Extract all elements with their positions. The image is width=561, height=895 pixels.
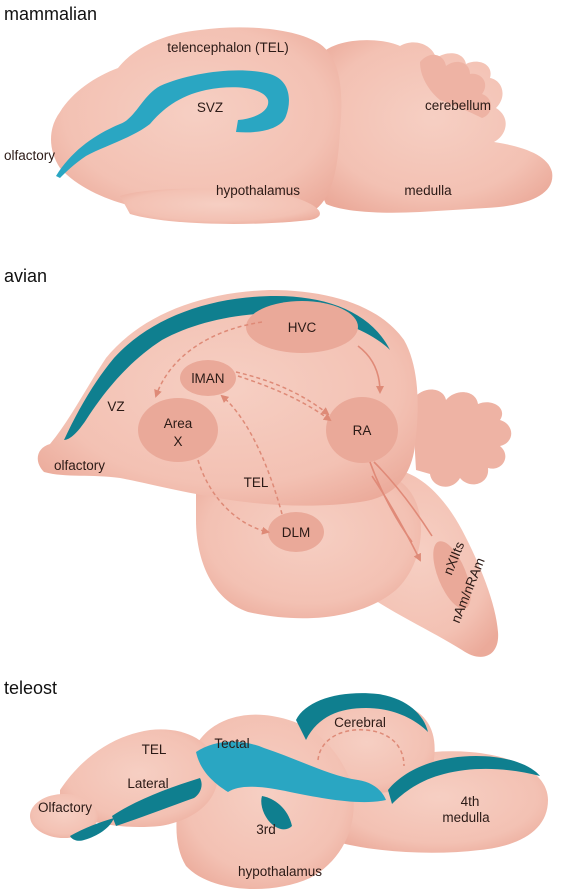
avian-label-area-x-line2: X [173, 434, 182, 449]
avian-connection-lman-to-ra [235, 371, 330, 416]
avian-nucleus-lman [180, 360, 236, 396]
avian-projection-ra-to-nucleus-c [371, 475, 421, 562]
avian-label-dlm: DLM [282, 525, 311, 540]
teleost-label-hypothalamus: hypothalamus [238, 864, 322, 879]
avian-nucleus-dlm [268, 512, 324, 552]
mammalian-hypothalamus-bulge [120, 188, 320, 224]
teleost-label-third: 3rd [256, 822, 276, 837]
avian-panel: avian HVC lMAN VZ Area X RA olfact [4, 266, 512, 657]
mammalian-label-cerebellum: cerebellum [425, 98, 491, 113]
mammalian-label-telencephalon: telencephalon (TEL) [167, 40, 289, 55]
avian-nucleus-nxllts [433, 541, 471, 609]
mammalian-svz [56, 70, 289, 178]
avian-label-lman: lMAN [192, 371, 225, 386]
mammalian-cerebellum-folia [420, 54, 491, 118]
avian-label-ra: RA [353, 423, 372, 438]
avian-vz [64, 296, 390, 440]
mammalian-hindbrain [314, 40, 553, 213]
teleost-label-cerebral: Cerebral [334, 715, 386, 730]
teleost-vz-lateral [112, 778, 202, 826]
avian-label-area-x-line1: Area [164, 416, 193, 431]
avian-projection-hvc-to-ra [357, 345, 384, 394]
teleost-label-tel: TEL [142, 742, 167, 757]
teleost-olfactory-bulb [30, 794, 98, 838]
mammalian-title: mammalian [4, 4, 97, 24]
avian-nucleus-ra [326, 397, 398, 463]
avian-connection-area-x-to-dlm [197, 459, 270, 535]
avian-title: avian [4, 266, 47, 286]
avian-connection-hvc-to-area-x [154, 321, 263, 398]
mammalian-panel: mammalian telencephalon (TEL) SVZ cerebe… [4, 4, 553, 224]
avian-connection-dlm-to-lman [220, 394, 283, 515]
avian-label-vz: VZ [107, 399, 124, 414]
teleost-vz-third [261, 796, 292, 830]
teleost-label-olfactory: Olfactory [38, 800, 92, 815]
teleost-label-medulla: medulla [442, 810, 490, 825]
teleost-vz-cerebellar [296, 693, 428, 740]
mammalian-label-olfactory: olfactory [4, 148, 55, 163]
avian-label-tel: TEL [244, 475, 269, 490]
mammalian-label-hypothalamus: hypothalamus [216, 183, 300, 198]
teleost-vz-fourth [388, 756, 540, 804]
avian-label-hvc: HVC [288, 320, 317, 335]
teleost-vz-olfactory [70, 818, 114, 841]
teleost-vz-tectal [196, 741, 386, 803]
teleost-label-tectal: Tectal [214, 736, 249, 751]
teleost-title: teleost [4, 678, 57, 698]
teleost-label-fourth: 4th [461, 794, 480, 809]
avian-label-olfactory: olfactory [54, 458, 105, 473]
mammalian-label-svz: SVZ [197, 100, 223, 115]
avian-cerebellum-folia [412, 389, 512, 487]
avian-connection-ra-to-lman [237, 375, 332, 422]
mammalian-label-medulla: medulla [404, 183, 452, 198]
avian-projection-ra-to-brainstem-b [373, 461, 433, 537]
avian-nucleus-hvc [246, 301, 358, 353]
teleost-cerebral-outline [317, 729, 405, 767]
teleost-panel: teleost TEL Tectal Cerebral Lateral Olfa… [4, 678, 548, 890]
avian-nucleus-area-x [138, 398, 218, 462]
teleost-label-lateral: Lateral [127, 776, 168, 791]
